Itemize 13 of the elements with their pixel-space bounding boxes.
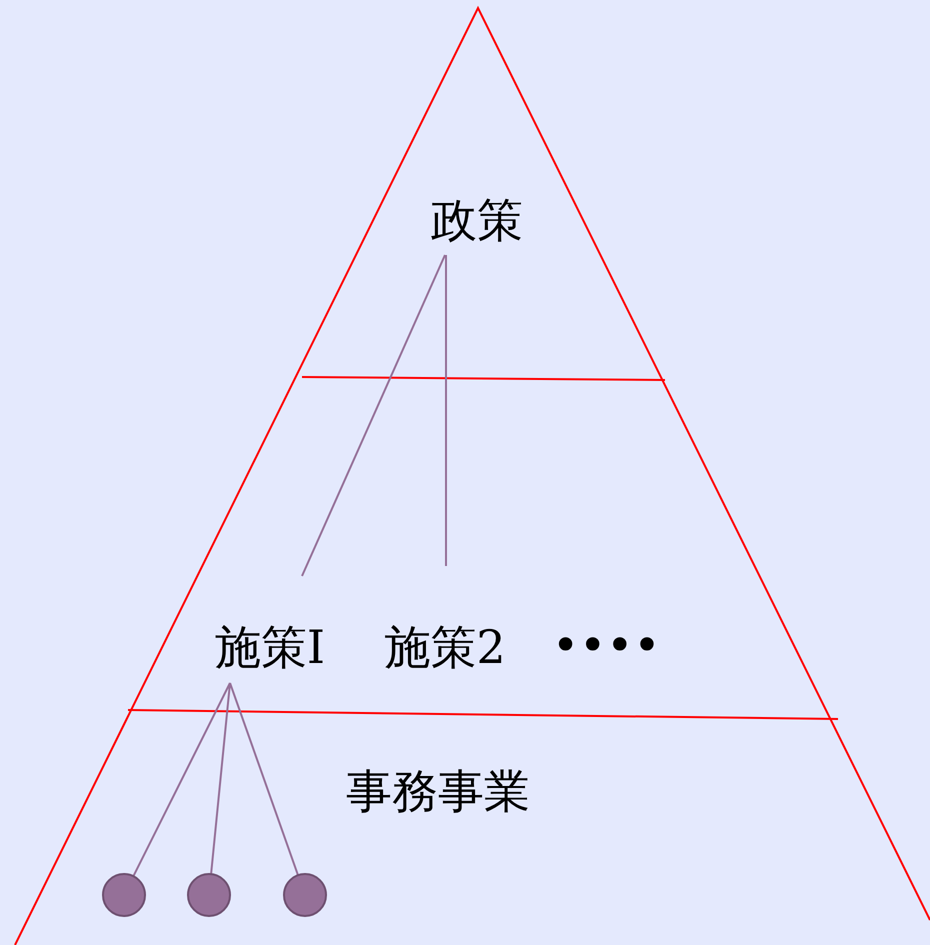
circle-node (187, 873, 231, 917)
connector-line (301, 254, 446, 576)
circle-node (102, 873, 146, 917)
connector-line (229, 682, 299, 876)
ellipsis-dots: •••• (552, 622, 661, 668)
level-label: 事務事業 (346, 768, 530, 814)
node-label: 施策2 (384, 624, 506, 670)
connector-line (132, 682, 231, 877)
connector-line (445, 255, 447, 566)
circle-node (283, 873, 327, 917)
node-label: 施策I (214, 624, 326, 670)
node-label: 政策 (431, 197, 523, 243)
connector-line (210, 682, 231, 874)
